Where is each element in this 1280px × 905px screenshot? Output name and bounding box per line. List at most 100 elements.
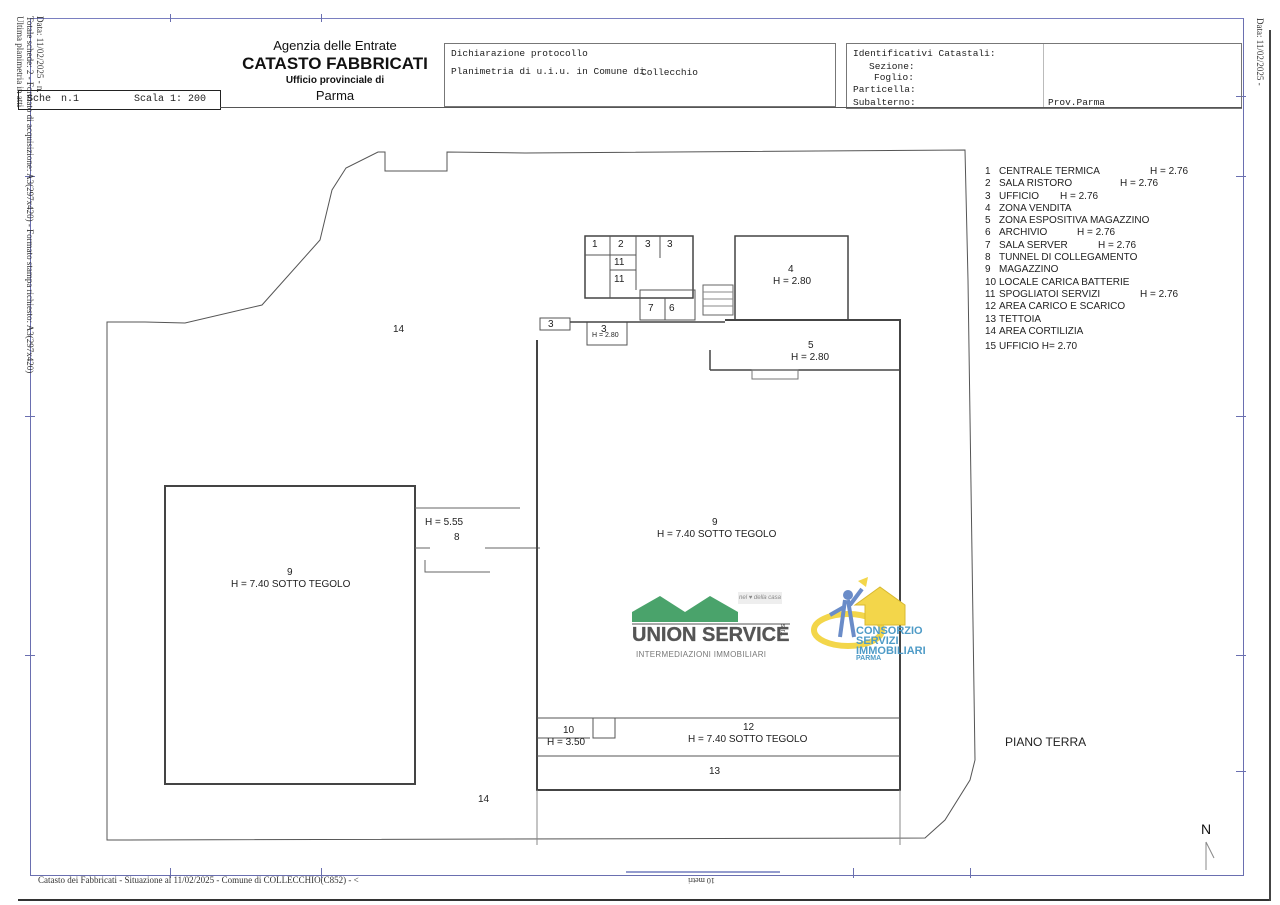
- legend-number: 5: [985, 215, 991, 227]
- room-12-label: 12: [743, 722, 755, 733]
- legend-room-name: ZONA ESPOSITIVA MAGAZZINO: [999, 215, 1150, 227]
- floor-label: PIANO TERRA: [1005, 735, 1087, 749]
- legend-room-name: AREA CARICO E SCARICO: [999, 301, 1126, 313]
- room-1-label: 1: [592, 239, 598, 250]
- scale-bar-label: 10 metri: [688, 876, 715, 885]
- legend-room-name: LOCALE CARICA BATTERIE: [999, 276, 1130, 288]
- frame-tick: [321, 14, 322, 22]
- legend-number: 15: [985, 341, 997, 353]
- room-3-label: 3: [548, 319, 554, 330]
- ids-title: Identificativi Catastali:: [853, 48, 996, 59]
- document-title: CATASTO FABBRICATI: [242, 54, 428, 73]
- header-rule: [220, 107, 1242, 108]
- consorzio-line: SERVIZI: [856, 635, 899, 647]
- room-10-label: 10: [563, 725, 575, 736]
- courtyard-boundary: [106, 149, 976, 841]
- legend-number: 3: [985, 190, 991, 202]
- protocol-box: Dichiarazione protocollo Planimetria di …: [444, 43, 836, 107]
- frame-tick: [25, 416, 35, 417]
- room-3-label: 3: [601, 324, 607, 335]
- plan-label: Planimetria di u.i.u. in Comune di: [451, 66, 645, 77]
- frame-tick: [853, 868, 854, 878]
- room-4-height: H = 2.80: [773, 276, 812, 287]
- legend-room-height: H = 2.76: [1098, 239, 1137, 251]
- ids-subalterno: Subalterno:: [853, 97, 916, 108]
- legend-room-name: UFFICIO: [999, 190, 1039, 202]
- agency-block: Agenzia delle Entrate CATASTO FABBRICATI…: [230, 38, 440, 103]
- union-service-name: UNION SERVICE: [632, 624, 790, 646]
- tunnel-walls: [415, 507, 540, 573]
- north-label: N: [1201, 821, 1212, 837]
- legend-room-height: H = 2.76: [1150, 166, 1189, 177]
- room-14-label: 14: [478, 794, 490, 805]
- union-tagline: nel ♥ della casa: [738, 592, 782, 604]
- consorzio-logo-icon: [811, 577, 906, 649]
- frame-tick: [321, 868, 322, 878]
- frame-tick: [1236, 771, 1246, 772]
- consorzio-line: IMMOBILIARI: [856, 645, 926, 657]
- legend-room-name: TUNNEL DI COLLEGAMENTO: [999, 252, 1138, 264]
- room-10-height: H = 3.50: [547, 737, 586, 748]
- legend-room-height: H = 2.76: [1077, 227, 1116, 239]
- canopy-edge: [536, 790, 901, 845]
- scale-label: Scala 1: 200: [134, 94, 207, 105]
- server-archive-walls: [639, 289, 696, 321]
- legend-room-name: SALA SERVER: [999, 239, 1068, 251]
- room-12-height: H = 7.40 SOTTO TEGOLO: [688, 734, 808, 745]
- consorzio-name: CONSORZIO SERVIZI IMMOBILIARI: [856, 625, 926, 657]
- room-11-label: 11: [614, 257, 625, 268]
- legend-room-name: ARCHIVIO: [999, 227, 1048, 239]
- stairs-exhibit: [751, 369, 799, 380]
- legend-room-name: CENTRALE TERMICA: [999, 166, 1100, 177]
- legend-room-name: SPOGLIATOI SERVIZI: [999, 288, 1101, 300]
- legend-room-name: UFFICIO H= 2.70: [999, 341, 1078, 353]
- room-3-height: H = 2.80: [592, 332, 619, 339]
- office-label: Ufficio provinciale di: [285, 75, 385, 86]
- room-11-label: 11: [614, 274, 625, 285]
- frame-tick: [25, 655, 35, 656]
- room-9-label: 9: [712, 517, 718, 528]
- drawing-frame: [30, 18, 1244, 876]
- legend-number: 2: [985, 178, 991, 190]
- frame-tick: [970, 868, 971, 878]
- room-4-label: 4: [788, 264, 794, 275]
- legend-number: 9: [985, 264, 991, 276]
- frame-tick: [1236, 416, 1246, 417]
- room-3-label: 3: [667, 239, 673, 250]
- side-format-text: Totale schede: 2 - Formato di acquisizio…: [25, 16, 35, 374]
- legend-number: 11: [985, 288, 996, 300]
- page-border-bottom: [18, 899, 1271, 901]
- union-service-subtitle: INTERMEDIAZIONI IMMOBILIARI: [636, 650, 767, 659]
- cadastral-identifiers-box: Identificativi Catastali: Sezione: Fogli…: [846, 43, 1242, 109]
- union-service-srl: s.r.l.: [779, 624, 786, 637]
- north-arrow-icon: [1205, 841, 1215, 870]
- frame-tick: [170, 868, 171, 878]
- legend-number: 4: [985, 202, 991, 214]
- page-border-right: [1269, 30, 1271, 901]
- room-5-label: 5: [808, 340, 814, 351]
- sheet-number: n.1: [61, 94, 80, 105]
- legend-room-name: ZONA VENDITA: [999, 202, 1072, 214]
- legend-number: 13: [985, 313, 997, 325]
- office-cluster-walls: [584, 235, 694, 299]
- room-2-label: 2: [618, 239, 624, 250]
- legend-room-height: H = 2.76: [1120, 178, 1159, 190]
- room-5-height: H = 2.80: [791, 352, 830, 363]
- room-8-label: 8: [454, 532, 460, 543]
- footer-situation-text: Catasto dei Fabbricati - Situazione al 1…: [38, 875, 359, 885]
- plan-city: Collecchio: [641, 67, 699, 78]
- protocol-label: Dichiarazione protocollo: [451, 48, 588, 59]
- office-tiny-walls: [539, 317, 571, 331]
- ids-particella: Particella:: [853, 84, 916, 95]
- legend-room-height: H = 2.76: [1060, 190, 1099, 202]
- legend-number: 10: [985, 276, 997, 288]
- room-9-height: H = 7.40 SOTTO TEGOLO: [231, 579, 351, 590]
- ids-province: Prov.Parma: [1048, 97, 1106, 108]
- ids-divider: [1043, 44, 1044, 108]
- legend-number: 12: [985, 301, 997, 313]
- frame-tick: [25, 176, 35, 177]
- consorzio-line: CONSORZIO: [856, 625, 923, 637]
- room-6-label: 6: [669, 303, 675, 314]
- office-city: Parma: [315, 88, 355, 103]
- room-9-height: H = 7.40 SOTTO TEGOLO: [657, 529, 777, 540]
